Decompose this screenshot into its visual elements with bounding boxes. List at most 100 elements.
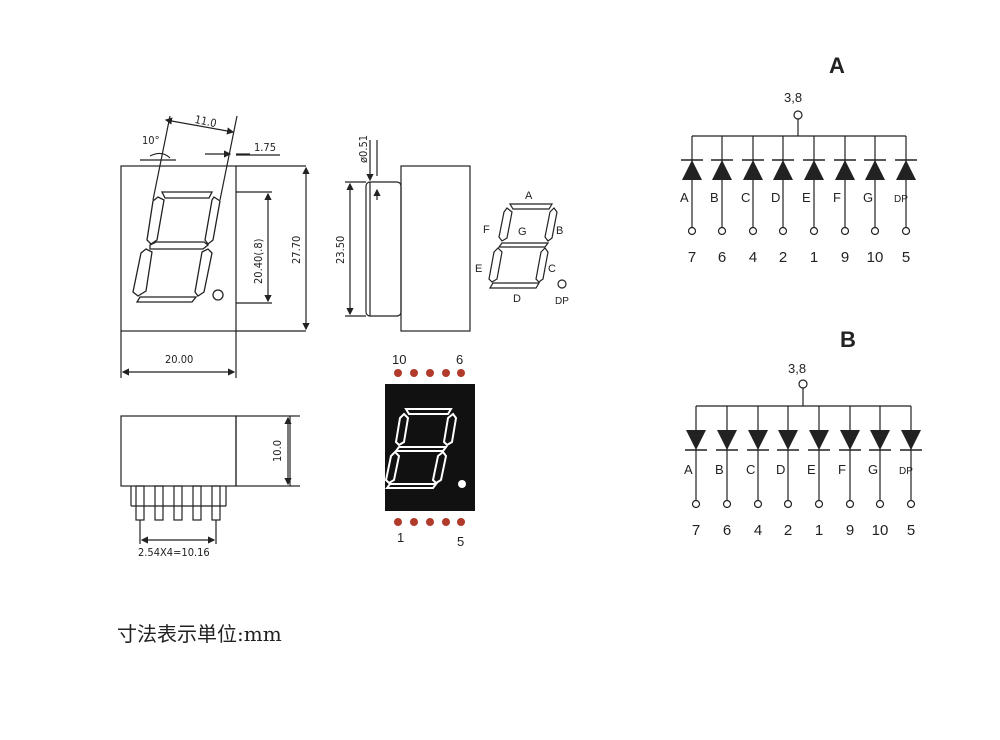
schematic-title: B [840,327,856,352]
pin-lead [192,485,202,521]
segment-label: G [868,462,878,477]
pin-terminal [691,499,701,509]
dim-digit-height: 20.40(.8) [252,238,265,284]
pin-number: 4 [749,249,757,266]
pin-number: 5 [907,522,915,539]
segment-label: B [715,462,724,477]
pin-number: 7 [688,249,696,266]
pin-terminal [870,226,880,236]
dim-side-height: 23.50 [334,236,347,264]
pin-terminal [753,499,763,509]
segment-legend [488,203,567,289]
pin-terminal [717,226,727,236]
dim-depth: 10.0 [271,440,284,462]
pin-terminal [722,499,732,509]
pin-terminal [778,226,788,236]
segment-label: A [680,190,689,205]
segment-label: A [684,462,693,477]
segment-label: B [710,190,719,205]
pin-number: 2 [779,249,787,266]
pin-terminal [875,499,885,509]
diode-symbol [835,160,855,180]
seg-label-e: E [475,263,482,275]
seg-label-d: D [513,293,521,305]
pin-number: 2 [784,522,792,539]
pin-lead [173,485,183,521]
segment-label: G [863,190,873,205]
pin-lead [135,485,145,521]
pin-number: 4 [754,522,762,539]
pin-terminal [901,226,911,236]
schematic-title: A [829,53,845,78]
diode-symbol [840,430,860,450]
front-digit [132,191,224,303]
pin-dot-top [457,369,465,377]
diode-symbol [773,160,793,180]
pin-dot-bottom [394,518,402,526]
pin-label-6: 6 [456,352,463,367]
side-view [345,140,471,332]
segment-label: F [833,190,841,205]
segment-label: DP [894,194,908,205]
front-view [120,115,310,378]
pin-number: 6 [723,522,731,539]
diode-symbol [748,430,768,450]
common-node [793,110,803,120]
unit-caption: 寸法表示単位:mm [117,622,282,646]
segment-label: D [776,462,785,477]
pin-label-10: 10 [392,352,406,367]
seg-label-c: C [548,263,556,275]
segment-label: E [802,190,811,205]
diode-symbol [809,430,829,450]
pin-dot-top [442,369,450,377]
diode-symbol [743,160,763,180]
segment-label: DP [899,466,913,477]
segment-label: D [771,190,780,205]
pin-number: 9 [841,249,849,266]
pin-number: 1 [815,522,823,539]
pin-dot-bottom [457,518,465,526]
display-dp [458,480,466,488]
segment-label: C [741,190,750,205]
seg-label-g: G [518,226,527,238]
diode-symbol [896,160,916,180]
schematic-common-pins: 3,8 [788,361,806,376]
diode-symbol [804,160,824,180]
diode-symbol [686,430,706,450]
diode-symbol [682,160,702,180]
pin-label-1: 1 [397,530,404,545]
pin-number: 9 [846,522,854,539]
pin-dot-bottom [442,518,450,526]
segment-label: C [746,462,755,477]
pin-number: 1 [810,249,818,266]
dim-pin-diameter: ø0.51 [357,135,370,163]
pin-terminal [814,499,824,509]
pin-terminal [906,499,916,509]
pin-lead [211,485,221,521]
pin-dot-top [394,369,402,377]
bottom-pins [135,485,221,521]
front-outline [120,165,237,332]
diode-symbol [778,430,798,450]
diode-symbol [712,160,732,180]
pin-terminal [783,499,793,509]
pin-number: 7 [692,522,700,539]
pin-dot-top [410,369,418,377]
diode-symbol [870,430,890,450]
pin-terminal [809,226,819,236]
pin-terminal [840,226,850,236]
seg-label-b: B [556,225,563,237]
pin-dot-bottom [426,518,434,526]
dim-overall-width: 20.00 [165,353,193,366]
pin-terminal [687,226,697,236]
common-node [798,379,808,389]
seg-label-dp: DP [555,296,569,307]
diode-symbol [865,160,885,180]
dim-overall-height: 27.70 [290,236,303,264]
dim-offset: 1.75 [254,141,276,154]
pin-number: 5 [902,249,910,266]
pin-terminal [748,226,758,236]
